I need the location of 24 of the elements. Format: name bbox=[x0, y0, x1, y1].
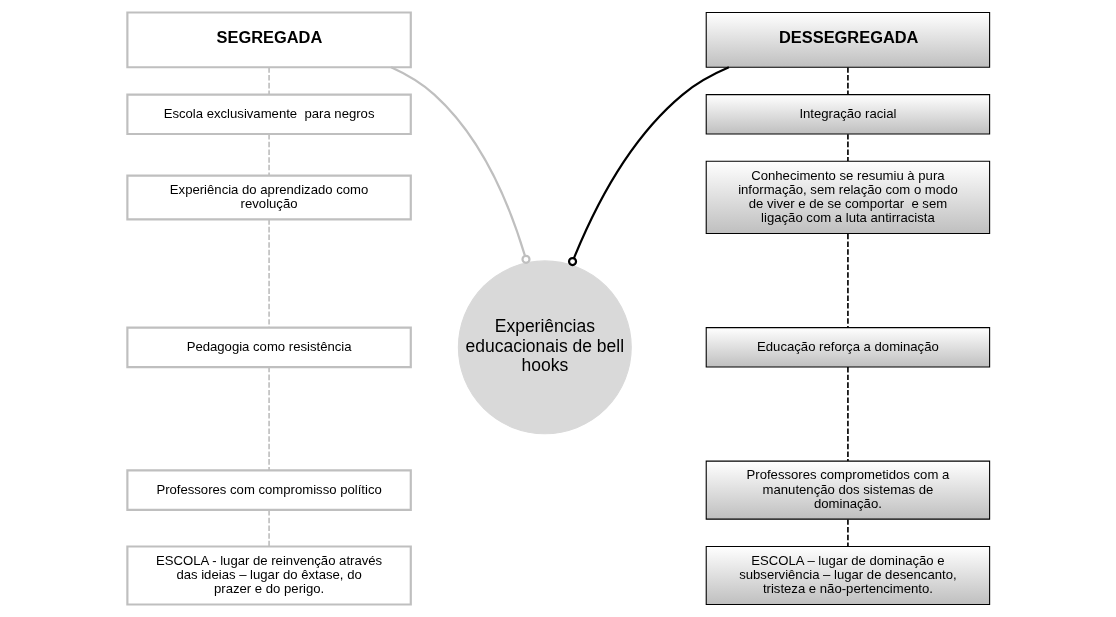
connector bbox=[846, 233, 849, 329]
node-circle: Experiências educacionais de bell hooks bbox=[457, 260, 632, 435]
connector bbox=[846, 366, 849, 462]
node-box: ESCOLA – lugar de dominação e subserviência – lugar de desencanto, tristeza e não-pertencimento. bbox=[705, 545, 990, 606]
node-box: ESCOLA - lugar de reinvenção através das ideias – lugar do êxtase, do prazer e do perigo. bbox=[125, 545, 412, 606]
connector bbox=[267, 509, 270, 548]
connector bbox=[846, 133, 849, 162]
node-box: Escola exclusivamente para negros bbox=[125, 93, 412, 136]
node-box: Professores comprometidos com a manutenção dos sistemas de dominação. bbox=[705, 460, 990, 520]
connector bbox=[390, 66, 531, 264]
connector bbox=[267, 66, 270, 95]
node-box: Conhecimento se resumiu à pura informação, sem relação com o modo de viver e de se comportar e sem ligação com a luta antirracista bbox=[705, 160, 990, 235]
node-box: Educação reforça a dominação bbox=[705, 327, 990, 368]
node-box: Experiência do aprendizado como revolução bbox=[125, 174, 412, 221]
node-box: Integração racial bbox=[705, 94, 990, 135]
node-box: Pedagogia como resistência bbox=[125, 326, 412, 369]
connector bbox=[846, 518, 849, 548]
node-box: SEGREGADA bbox=[125, 11, 412, 69]
connector bbox=[567, 66, 729, 267]
node-box: DESSEGREGADA bbox=[705, 11, 990, 68]
connector bbox=[846, 66, 849, 95]
node-box: Professores com compromisso político bbox=[125, 469, 412, 511]
connector bbox=[267, 133, 270, 177]
connector bbox=[267, 366, 270, 472]
